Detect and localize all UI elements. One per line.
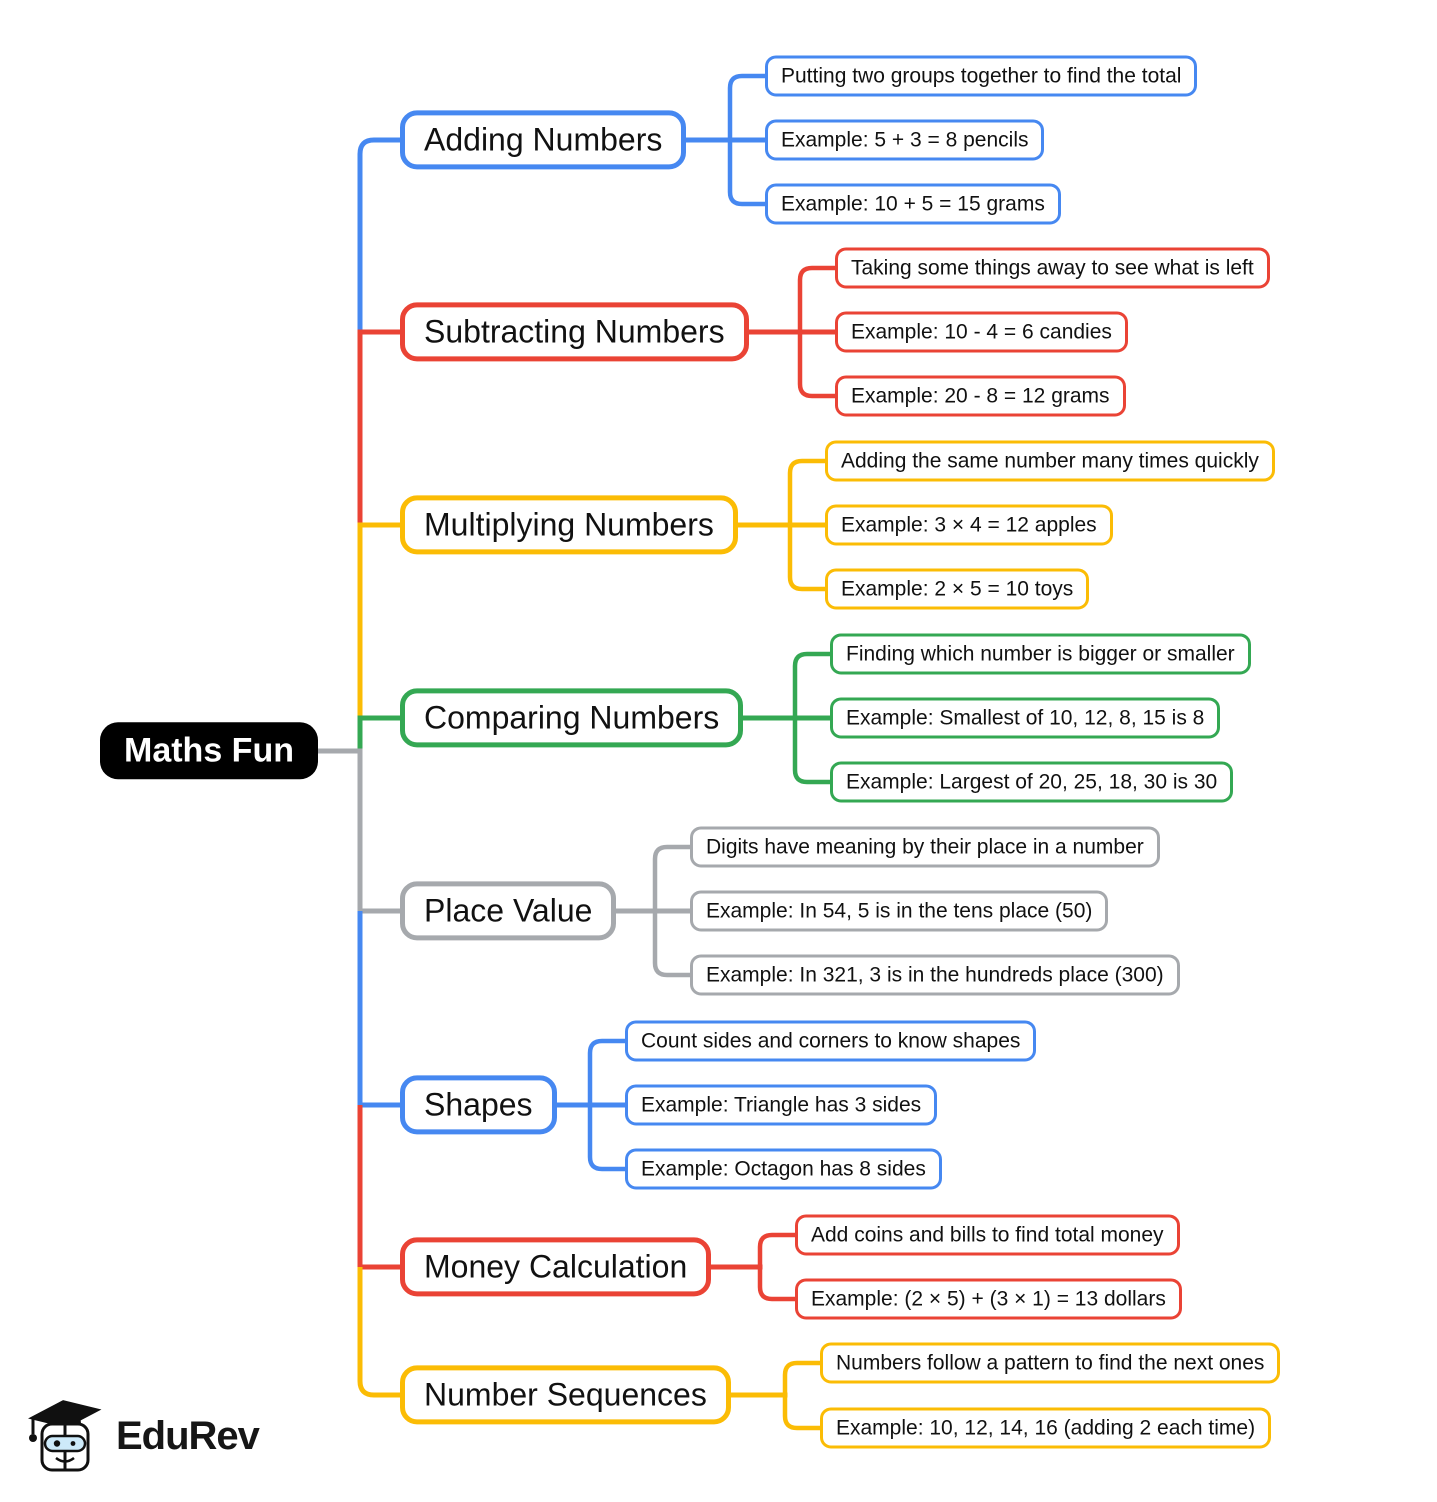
child-node-comparing-numbers-1: Finding which number is bigger or smalle…: [830, 633, 1251, 675]
child-node-shapes-2: Example: Triangle has 3 sides: [625, 1084, 938, 1126]
branch-node-multiplying-numbers: Multiplying Numbers: [400, 495, 738, 555]
root-node-maths-fun: Maths Fun: [100, 722, 318, 780]
connector-shapes-rail: [587, 1038, 629, 1172]
connector-number-sequences-rail: [782, 1360, 824, 1431]
child-node-adding-numbers-2: Example: 5 + 3 = 8 pencils: [765, 119, 1045, 161]
branch-node-subtracting-numbers: Subtracting Numbers: [400, 302, 749, 362]
branch-node-shapes: Shapes: [400, 1075, 557, 1135]
connector-subtracting-numbers-rail: [797, 265, 839, 399]
child-node-subtracting-numbers-3: Example: 20 - 8 = 12 grams: [835, 375, 1126, 417]
connector-money-calculation-rail: [757, 1232, 799, 1302]
branch-node-money-calculation: Money Calculation: [400, 1237, 712, 1297]
child-node-money-calculation-1: Add coins and bills to find total money: [795, 1214, 1180, 1256]
branch-node-number-sequences: Number Sequences: [400, 1365, 731, 1425]
child-node-multiplying-numbers-3: Example: 2 × 5 = 10 toys: [825, 568, 1090, 610]
child-node-shapes-1: Count sides and corners to know shapes: [625, 1020, 1037, 1062]
child-node-multiplying-numbers-2: Example: 3 × 4 = 12 apples: [825, 504, 1113, 546]
child-node-multiplying-numbers-1: Adding the same number many times quickl…: [825, 440, 1275, 482]
child-node-number-sequences-2: Example: 10, 12, 14, 16 (adding 2 each t…: [820, 1407, 1272, 1449]
child-node-comparing-numbers-2: Example: Smallest of 10, 12, 8, 15 is 8: [830, 697, 1221, 739]
child-node-money-calculation-2: Example: (2 × 5) + (3 × 1) = 13 dollars: [795, 1278, 1182, 1320]
child-node-subtracting-numbers-1: Taking some things away to see what is l…: [835, 247, 1270, 289]
child-node-subtracting-numbers-2: Example: 10 - 4 = 6 candies: [835, 311, 1128, 353]
child-node-place-value-1: Digits have meaning by their place in a …: [690, 826, 1160, 868]
connector-multiplying-numbers-rail: [787, 458, 829, 592]
child-node-adding-numbers-1: Putting two groups together to find the …: [765, 55, 1198, 97]
branch-node-adding-numbers: Adding Numbers: [400, 110, 687, 170]
child-node-adding-numbers-3: Example: 10 + 5 = 15 grams: [765, 183, 1061, 225]
branch-node-comparing-numbers: Comparing Numbers: [400, 688, 744, 748]
edurev-logo-text: EduRev: [116, 1413, 260, 1458]
child-node-place-value-2: Example: In 54, 5 is in the tens place (…: [690, 890, 1109, 932]
connector-place-value-rail: [652, 844, 694, 978]
edurev-logo: EduRev: [26, 1398, 260, 1474]
child-node-number-sequences-1: Numbers follow a pattern to find the nex…: [820, 1342, 1281, 1384]
edurev-logo-icon: [26, 1398, 104, 1474]
spine-segment-adding: [357, 137, 404, 332]
branch-node-place-value: Place Value: [400, 881, 617, 941]
connector-comparing-numbers-rail: [792, 651, 834, 785]
spine-segment-number-sequences: [357, 1267, 404, 1398]
child-node-comparing-numbers-3: Example: Largest of 20, 25, 18, 30 is 30: [830, 761, 1234, 803]
child-node-shapes-3: Example: Octagon has 8 sides: [625, 1148, 942, 1190]
child-node-place-value-3: Example: In 321, 3 is in the hundreds pl…: [690, 954, 1180, 996]
connector-adding-numbers-rail: [727, 73, 769, 207]
